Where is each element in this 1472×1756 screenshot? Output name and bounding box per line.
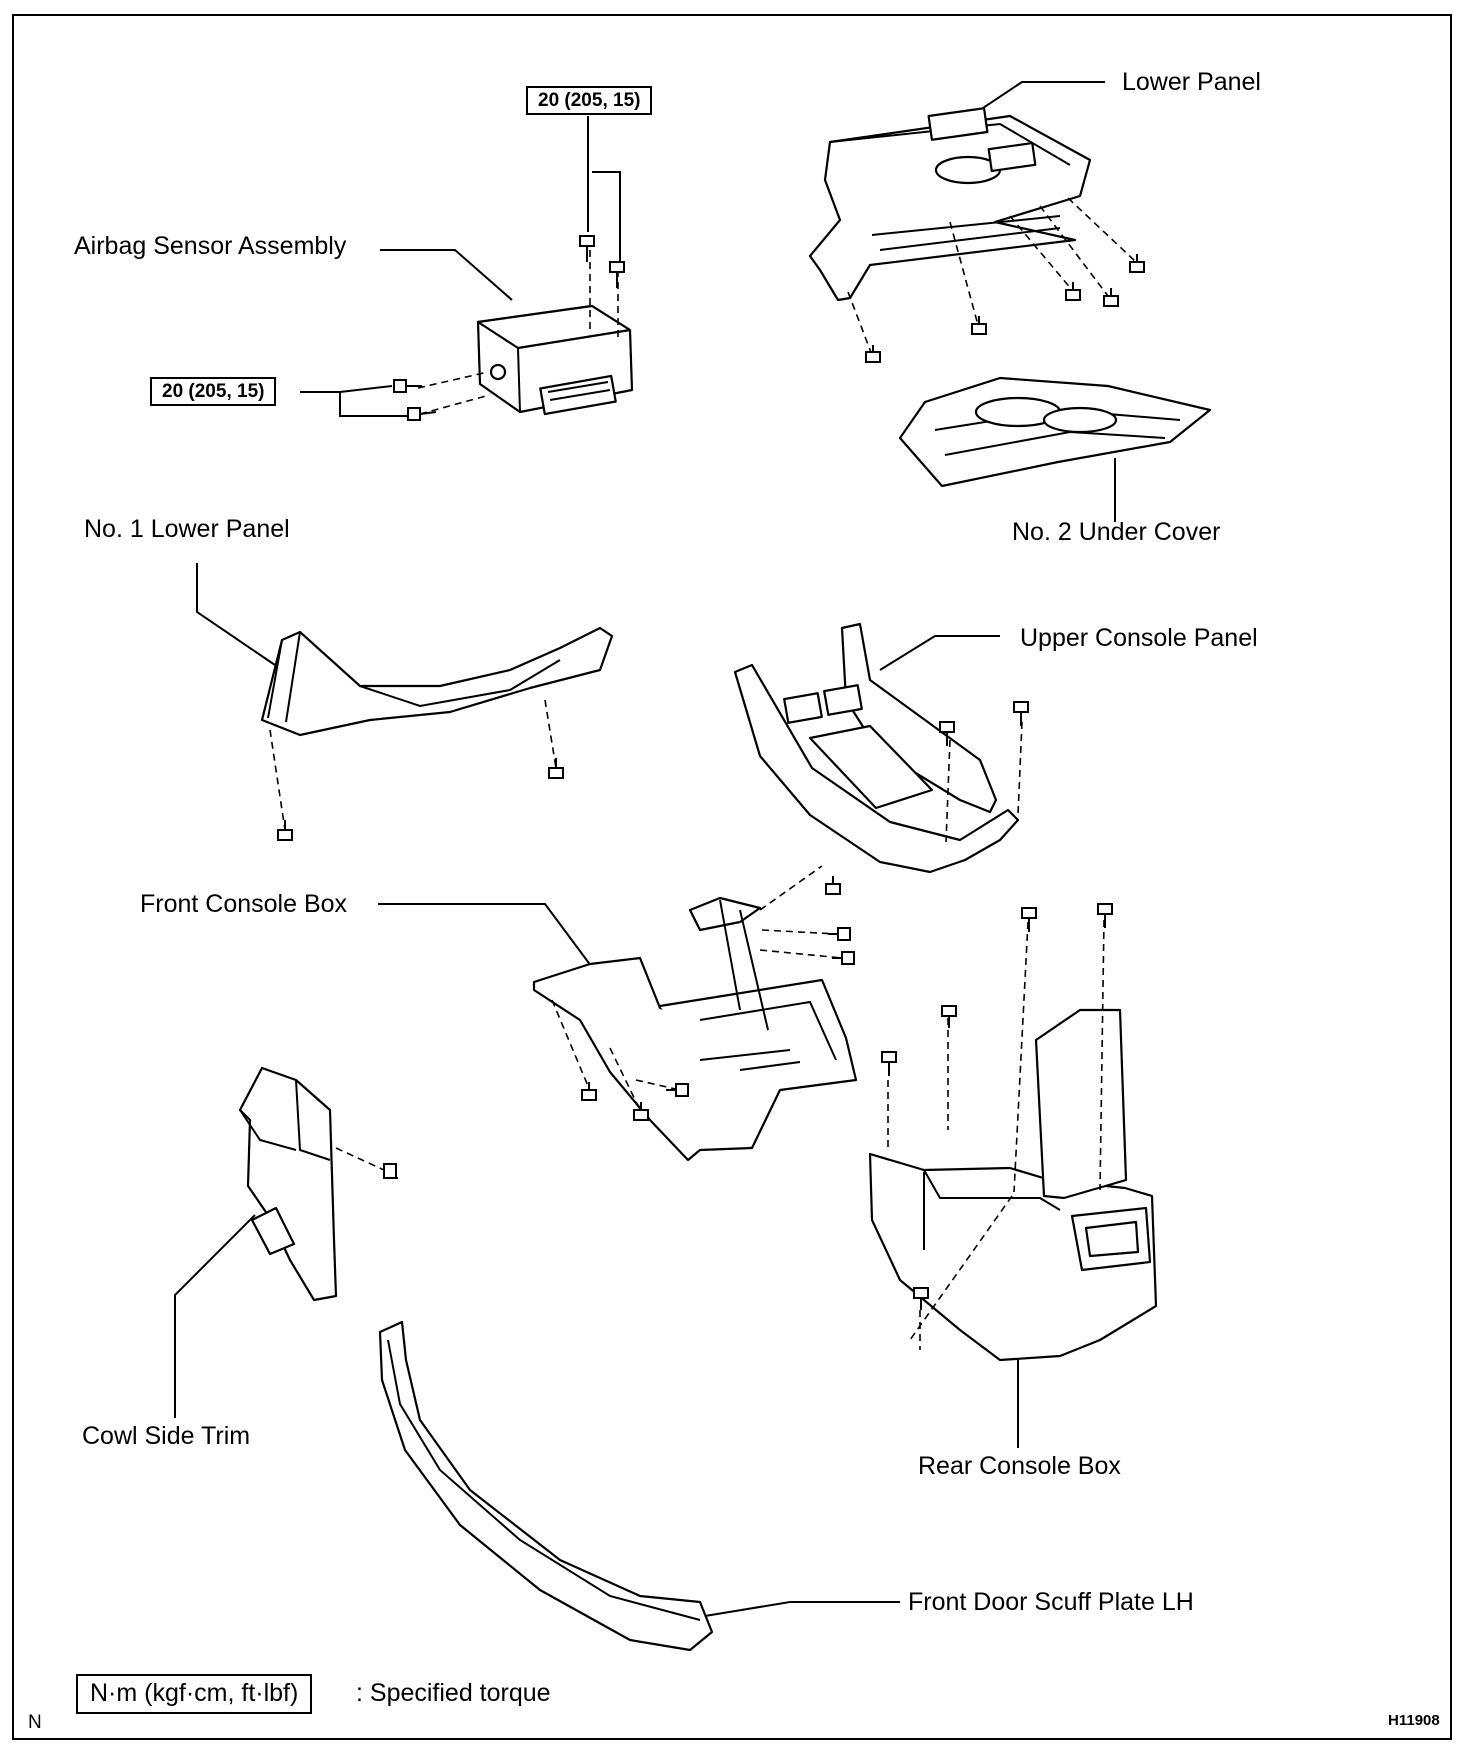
rear-console-box-drawing	[868, 919, 1158, 1362]
bolt-icon	[1103, 288, 1119, 307]
bolt-icon	[1065, 282, 1081, 301]
torque-spec-box: 20 (205, 15)	[150, 377, 277, 406]
torque-legend-description: : Specified torque	[356, 1679, 551, 1707]
bolt-icon	[828, 927, 851, 941]
label-no1-lower-panel: No. 1 Lower Panel	[84, 515, 290, 543]
bolt-icon	[941, 1005, 957, 1028]
label-airbag-sensor-assembly: Airbag Sensor Assembly	[74, 232, 347, 260]
bolt-icon	[1013, 701, 1029, 726]
torque-spec-box: 20 (205, 15)	[526, 86, 653, 115]
diagram-frame	[12, 14, 1452, 1740]
bolt-icon	[1021, 907, 1037, 932]
bolt-icon	[865, 345, 881, 363]
bolt-icon	[609, 261, 625, 288]
label-front-door-scuff-plate: Front Door Scuff Plate LH	[908, 1588, 1194, 1616]
label-front-console-box: Front Console Box	[140, 890, 348, 918]
front-door-scuff-plate-drawing	[378, 1320, 714, 1652]
bolt-icon	[277, 820, 293, 841]
corner-mark: N	[28, 1712, 42, 1733]
label-cowl-side-trim: Cowl Side Trim	[82, 1422, 251, 1450]
figure-number: H11908	[1388, 1712, 1440, 1729]
front-console-box-drawing	[532, 865, 858, 1162]
bolt-icon	[633, 1102, 649, 1121]
bolt-icon	[881, 1051, 897, 1076]
bolt-icon	[666, 1083, 689, 1097]
cowl-side-trim-drawing	[238, 1066, 385, 1302]
airbag-sensor-assembly-drawing	[417, 250, 634, 416]
bolt-icon	[825, 876, 841, 895]
bolts	[277, 235, 1145, 1310]
label-no2-under-cover: No. 2 Under Cover	[1012, 518, 1221, 546]
bolt-icon	[1097, 903, 1113, 928]
bolt-icon	[939, 721, 955, 746]
bolt-icon	[383, 1163, 398, 1179]
label-upper-console-panel: Upper Console Panel	[1020, 624, 1258, 652]
label-rear-console-box: Rear Console Box	[918, 1452, 1121, 1480]
bolt-icon	[407, 407, 437, 421]
bolt-icon	[913, 1287, 929, 1310]
bolt-icon	[971, 316, 987, 335]
label-lower-panel: Lower Panel	[1122, 68, 1261, 96]
upper-console-panel-drawing	[733, 622, 1023, 874]
bolt-icon	[832, 951, 855, 965]
bolt-icon	[393, 379, 422, 393]
bolt-icon	[548, 758, 564, 779]
no1-lower-panel-drawing	[260, 626, 614, 831]
lower-panel-drawing	[808, 107, 1137, 356]
leader-lines	[174, 81, 1116, 1617]
bolt-icon	[581, 1082, 597, 1101]
no2-under-cover-drawing	[898, 376, 1212, 488]
bolt-icon	[1129, 254, 1145, 273]
bolt-icon	[579, 235, 595, 262]
torque-unit-legend-box: N·m (kgf·cm, ft·lbf)	[76, 1674, 313, 1714]
